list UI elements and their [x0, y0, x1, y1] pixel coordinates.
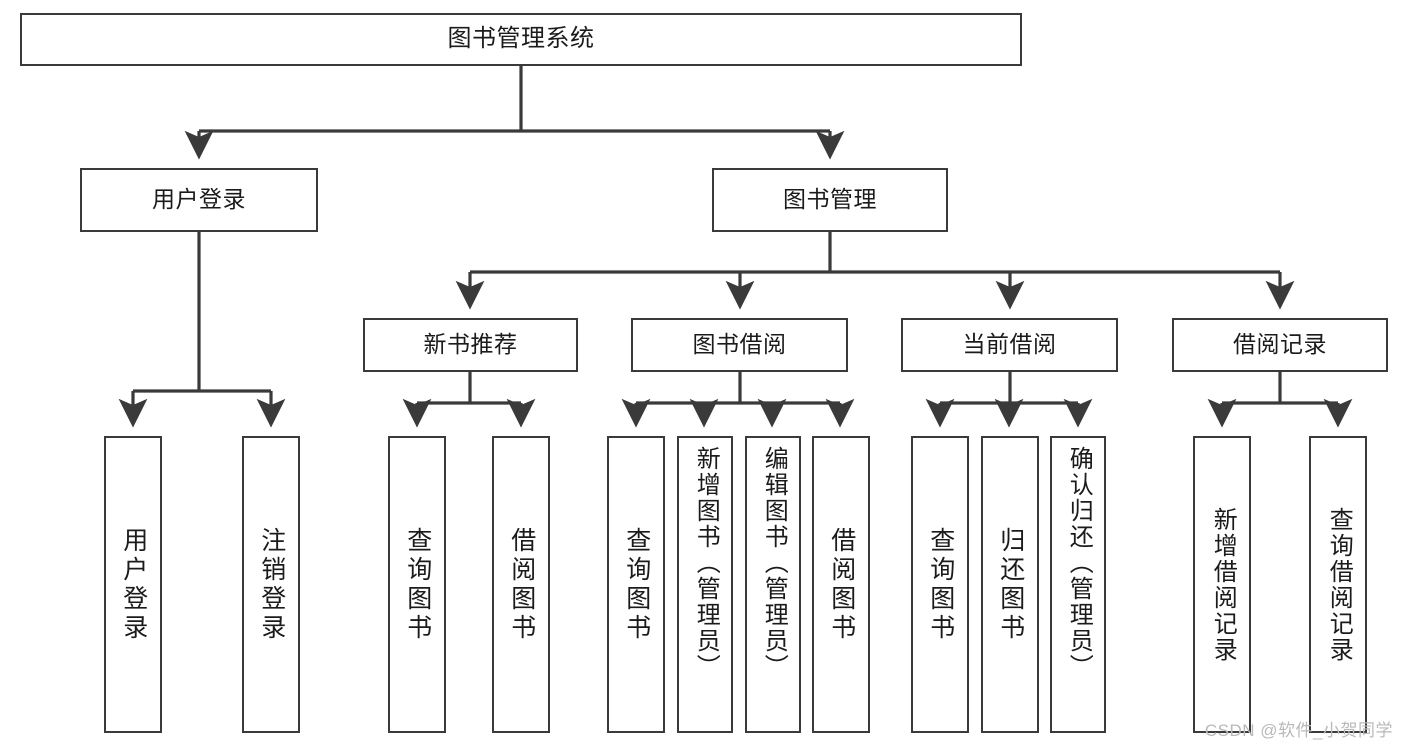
node-label: 新书推荐: [423, 331, 518, 358]
node-label: 图书管理系统: [447, 25, 595, 53]
node-label: 借阅记录: [1233, 331, 1327, 358]
leaf-user-login[interactable]: 用户登录: [104, 436, 162, 733]
node-book-management-system[interactable]: 图书管理系统: [20, 13, 1022, 66]
leaf-query-borrow-record[interactable]: 查询借阅记录: [1309, 436, 1367, 733]
node-book-borrow[interactable]: 图书借阅: [631, 318, 848, 372]
node-label: 借阅图书: [507, 526, 536, 643]
leaf-return-book[interactable]: 归还图书: [981, 436, 1039, 733]
node-label: 图书借阅: [692, 331, 787, 358]
leaf-add-borrow-record[interactable]: 新增借阅记录: [1193, 436, 1251, 733]
node-book-management[interactable]: 图书管理: [712, 168, 948, 232]
node-label: 新增借阅记录: [1209, 506, 1237, 663]
node-label: 用户登录: [119, 526, 148, 643]
node-label: 用户登录: [152, 186, 246, 213]
node-label: 借阅图书: [827, 526, 856, 643]
node-label: 查询图书: [403, 526, 432, 643]
node-label: 当前借阅: [962, 331, 1057, 358]
node-borrow-record[interactable]: 借阅记录: [1172, 318, 1388, 372]
node-current-borrow[interactable]: 当前借阅: [901, 318, 1118, 372]
node-label: 查询借阅记录: [1325, 506, 1353, 663]
node-user-login[interactable]: 用户登录: [80, 168, 318, 232]
leaf-logout-login[interactable]: 注销登录: [242, 436, 300, 733]
node-label: 新增图书（管理员）: [692, 446, 720, 680]
leaf-query-book-borrow[interactable]: 查询图书: [607, 436, 665, 733]
leaf-borrow-book-borrow[interactable]: 借阅图书: [812, 436, 870, 733]
leaf-edit-book[interactable]: 编辑图书（管理员）: [745, 436, 801, 733]
node-label: 归还图书: [996, 526, 1025, 643]
node-label: 注销登录: [257, 526, 286, 643]
node-label: 确认归还（管理员）: [1065, 446, 1093, 680]
leaf-confirm-return[interactable]: 确认归还（管理员）: [1050, 436, 1106, 733]
leaf-query-book-recommend[interactable]: 查询图书: [388, 436, 446, 733]
csdn-watermark: CSDN @软件_小贺同学: [1204, 721, 1393, 740]
node-label: 编辑图书（管理员）: [760, 446, 788, 680]
node-label: 查询图书: [622, 526, 651, 643]
node-label: 查询图书: [926, 526, 955, 643]
node-new-book-recommend[interactable]: 新书推荐: [363, 318, 578, 372]
node-label: 图书管理: [783, 186, 877, 213]
leaf-borrow-book-recommend[interactable]: 借阅图书: [492, 436, 550, 733]
leaf-add-book[interactable]: 新增图书（管理员）: [677, 436, 733, 733]
leaf-query-book-current[interactable]: 查询图书: [911, 436, 969, 733]
